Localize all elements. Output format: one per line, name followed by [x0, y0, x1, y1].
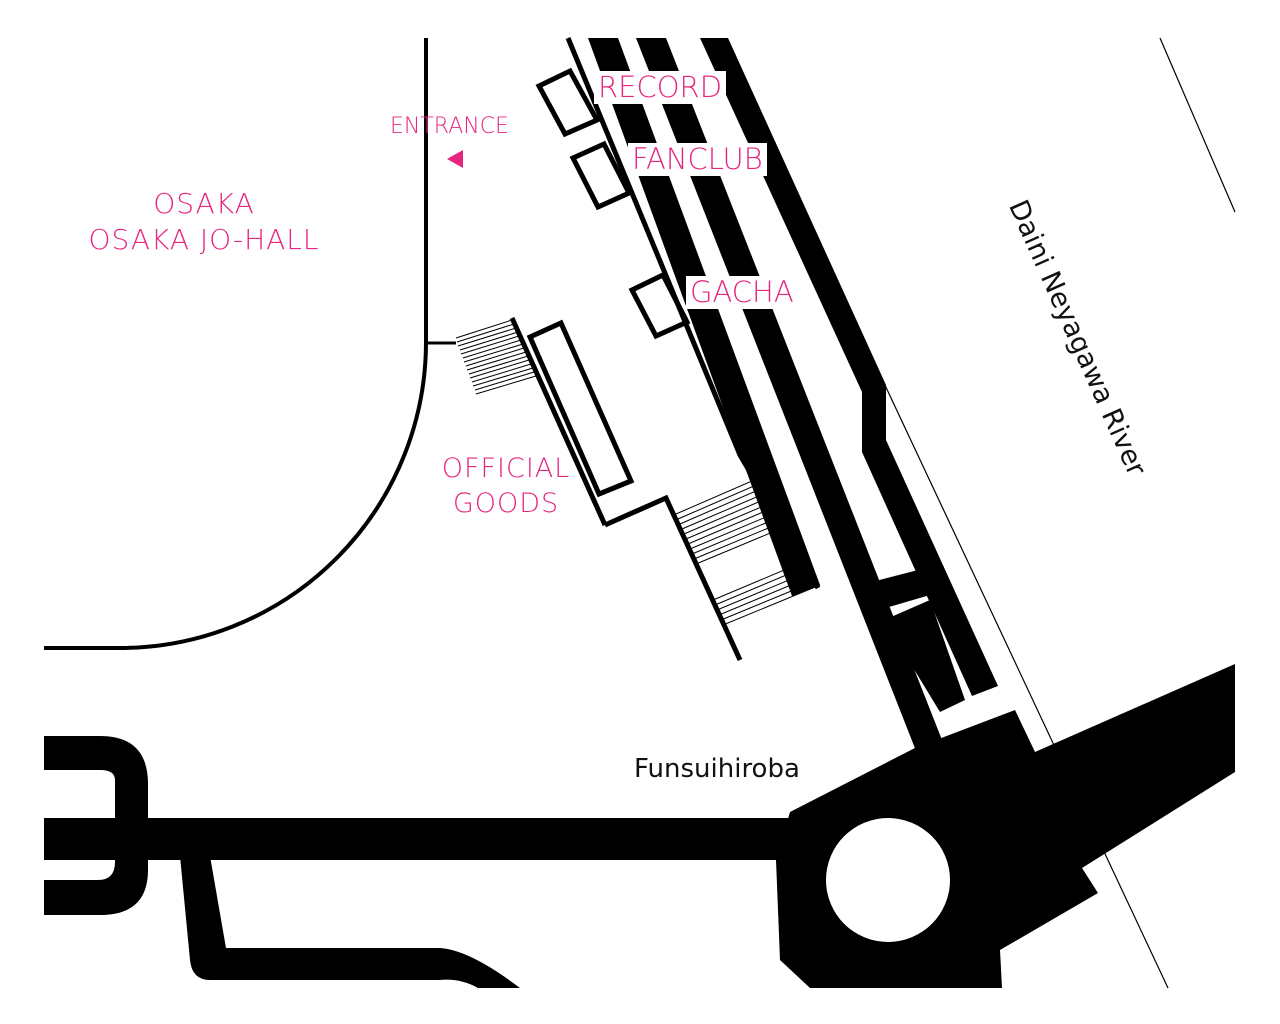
roundabout-island	[826, 818, 950, 942]
record-label: RECORD	[594, 71, 727, 104]
road-inner-strip	[588, 38, 820, 596]
hall-outline	[44, 38, 428, 650]
gacha-label: GACHA	[686, 276, 798, 309]
road-connector-right	[884, 600, 965, 712]
official-goods-line2: GOODS	[452, 488, 560, 519]
venue-name-line1: OSAKA	[153, 187, 255, 220]
booth-official-goods[interactable]	[526, 319, 635, 498]
booth-record[interactable]	[535, 67, 601, 138]
hall-stairs-edge	[509, 316, 608, 527]
booth-gacha[interactable]	[628, 271, 691, 340]
road-connector-left	[860, 570, 930, 612]
left-triangle-arrow-icon	[447, 150, 463, 168]
official-goods-line1: OFFICIAL	[441, 453, 571, 484]
fanclub-label: FANCLUB	[628, 143, 767, 176]
road-west-loop	[44, 736, 148, 915]
hall-stairs	[455, 319, 537, 395]
goods-wall	[603, 494, 743, 662]
venue-name-line2: OSAKA JO-HALL	[88, 223, 320, 256]
booth-fanclub[interactable]	[569, 140, 633, 211]
road-main-diagonal	[636, 38, 942, 756]
road-outer-strip	[700, 38, 998, 696]
plaza-label: Funsuihiroba	[634, 754, 800, 784]
official-goods-label: OFFICIAL GOODS	[436, 455, 576, 517]
road-west	[44, 818, 790, 860]
road-southwest	[180, 856, 520, 988]
venue-name: OSAKA OSAKA JO-HALL	[84, 190, 324, 254]
riverbank-line-right	[1159, 37, 1236, 213]
entrance-label: ENTRANCE	[390, 114, 509, 139]
plaza-junction	[776, 664, 1235, 988]
